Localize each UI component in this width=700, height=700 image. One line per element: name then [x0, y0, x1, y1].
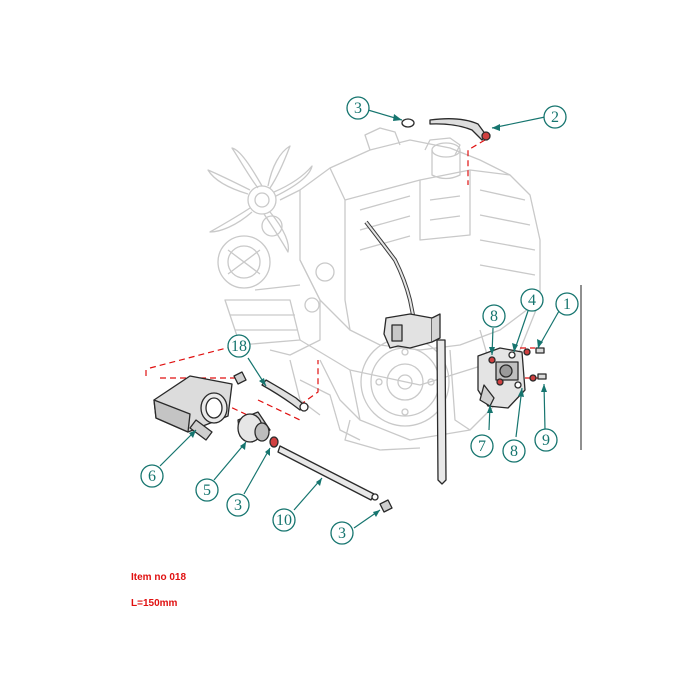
- callout-number: 4: [528, 292, 536, 309]
- fitting-part-left: [233, 371, 247, 385]
- callout-circle: [226, 493, 250, 517]
- callout-arrowheads: [189, 114, 547, 517]
- callout-number: 2: [551, 109, 559, 126]
- washer-part-3: [269, 436, 279, 448]
- callout-number: 3: [354, 100, 362, 117]
- nut-part-3: [379, 499, 393, 513]
- filter-housing-part: [383, 313, 433, 349]
- callout-5-7: 5: [195, 478, 219, 502]
- mounting-bracket-assembly: [477, 347, 547, 409]
- item-number-note: Item no 018: [131, 572, 187, 583]
- callout-number: 3: [338, 525, 346, 542]
- callout-circle: [140, 464, 164, 488]
- callout-9-13: 9: [534, 428, 558, 452]
- callout-circle: [195, 478, 219, 502]
- callout-8-4: 8: [482, 304, 506, 328]
- callout-circle: [543, 105, 567, 129]
- breather-pipe-part: [429, 118, 487, 141]
- filter-canister-part-5: [237, 411, 271, 443]
- callout-3-8: 3: [226, 493, 250, 517]
- tube-part-10: [277, 445, 375, 501]
- callout-number: 8: [490, 308, 498, 325]
- callout-circle: [470, 434, 494, 458]
- callout-number: 18: [231, 338, 247, 355]
- callout-circle: [520, 288, 544, 312]
- callout-number: 1: [563, 296, 571, 313]
- callout-circle: [534, 428, 558, 452]
- callout-number: 10: [276, 512, 292, 529]
- callout-circle: [330, 521, 354, 545]
- hose-part-18: [261, 379, 304, 411]
- callout-circle: [502, 439, 526, 463]
- cooling-fan-illustration: [207, 145, 313, 253]
- callout-number: 9: [542, 432, 550, 449]
- breather-pipe-fitting: [481, 131, 491, 141]
- callout-circle: [346, 96, 370, 120]
- callout-18-5: 18: [227, 334, 251, 358]
- o-ring-part-top: [401, 118, 415, 128]
- mounting-bracket-part-6: [153, 375, 233, 441]
- callout-2-1: 2: [543, 105, 567, 129]
- drain-pipe-part: [436, 339, 447, 485]
- callout-number: 3: [234, 497, 242, 514]
- callout-circle: [227, 334, 251, 358]
- callout-7-11: 7: [470, 434, 494, 458]
- callout-3-10: 3: [330, 521, 354, 545]
- callout-circle: [555, 292, 579, 316]
- callout-3-2: 3: [346, 96, 370, 120]
- callout-number: 5: [203, 482, 211, 499]
- alternator-illustration: [217, 235, 271, 289]
- callout-1-0: 1: [555, 292, 579, 316]
- callout-number: 7: [478, 438, 486, 455]
- callout-group: 1 2 3 4 8 18 6 5 3 10 3 7 8 9: [140, 96, 579, 545]
- callout-8-12: 8: [502, 439, 526, 463]
- callout-10-9: 10: [272, 508, 296, 532]
- callout-4-3: 4: [520, 288, 544, 312]
- callout-circle: [482, 304, 506, 328]
- length-note: L=150mm: [131, 598, 178, 609]
- callout-number: 6: [148, 468, 156, 485]
- callout-circle: [272, 508, 296, 532]
- callout-number: 8: [510, 443, 518, 460]
- callout-6-6: 6: [140, 464, 164, 488]
